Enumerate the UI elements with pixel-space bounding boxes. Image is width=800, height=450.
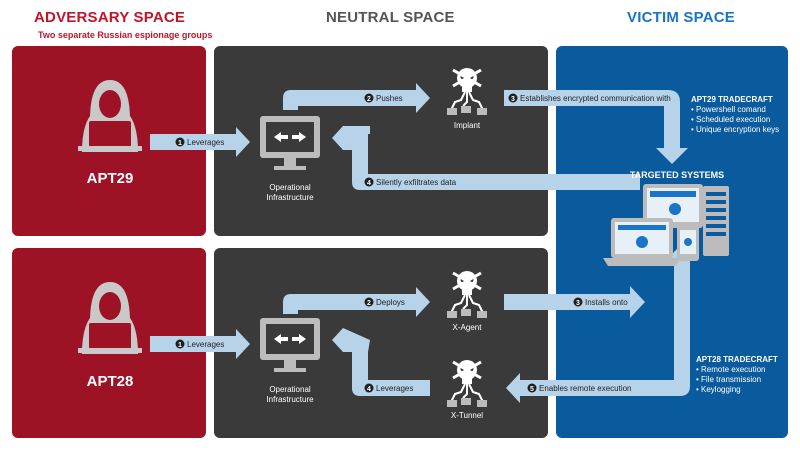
arrow-bottom-1 [150,329,250,359]
victim-space-header: VICTIM SPACE [627,9,735,26]
step-3-bottom-number: 3 [576,300,580,307]
step-5-bottom-label: Enables remote execution [539,384,632,393]
apt28-tradecraft-item: • File transmission [696,375,761,384]
step-2-bottom-label: Deploys [376,298,405,307]
step-4-top-number: 4 [367,180,371,187]
step-4-top-label: Silently exfiltrates data [376,178,457,187]
step-1-top-label: Leverages [187,138,224,147]
targeted-systems-label: TARGETED SYSTEMS [630,170,724,180]
hacker-apt29-icon [77,79,143,153]
infrastructure-monitor-top-icon [260,116,320,170]
infra-bottom-label-line1: Operational [269,385,311,394]
arrow-top-1 [150,127,250,157]
xagent-skull-icon [445,269,489,320]
neutral-space-header: NEUTRAL SPACE [326,9,455,26]
hacker-apt28-icon [77,281,143,355]
step-1-bottom-number: 1 [178,342,182,349]
apt29-label: APT29 [87,170,134,187]
step-3-top-number: 3 [511,96,515,103]
arrow-top-2 [283,83,430,113]
xtunnel-label: X-Tunnel [451,411,483,420]
step-1-bottom-label: Leverages [187,340,224,349]
step-3-bottom-label: Installs onto [585,298,628,307]
step-4-bottom-number: 4 [367,386,371,393]
arrow-top-4 [332,126,640,190]
infrastructure-monitor-bottom-icon [260,318,320,372]
adversary-space-subtitle: Two separate Russian espionage groups [38,30,213,40]
step-5-bottom-number: 5 [530,386,534,393]
implant-label: Implant [454,121,481,130]
flow-arrows [150,83,698,403]
infra-top-label-line1: Operational [269,183,311,192]
xtunnel-skull-icon [445,358,489,409]
step-2-bottom-number: 2 [367,300,371,307]
apt28-tradecraft-item: • Keylogging [696,385,741,394]
arrow-bottom-5 [506,244,698,403]
apt29-tradecraft-title: APT29 TRADECRAFT [691,95,773,104]
targeted-systems-devices-icon [603,184,729,266]
apt29-tradecraft-item: • Scheduled execution [691,115,770,124]
xagent-label: X-Agent [453,323,483,332]
step-2-top-label: Pushes [376,94,403,103]
adversary-space-header: ADVERSARY SPACE [34,9,186,26]
infra-top-label-line2: Infrastructure [266,193,314,202]
arrow-top-3 [504,90,688,164]
infra-bottom-label-line2: Infrastructure [266,395,314,404]
apt28-tradecraft-item: • Remote execution [696,365,766,374]
apt28-label: APT28 [87,373,134,390]
step-4-bottom-label: Leverages [376,384,413,393]
implant-skull-icon [445,66,489,117]
apt29-tradecraft-item: • Unique encryption keys [691,125,779,134]
step-2-top-number: 2 [367,96,371,103]
step-3-top-label: Establishes encrypted communication with [520,94,671,103]
apt29-tradecraft-item: • Powershell comand [691,105,766,114]
arrow-bottom-2 [283,287,430,317]
apt28-tradecraft-title: APT28 TRADECRAFT [696,355,778,364]
step-1-top-number: 1 [178,140,182,147]
arrow-bottom-4 [332,328,430,396]
